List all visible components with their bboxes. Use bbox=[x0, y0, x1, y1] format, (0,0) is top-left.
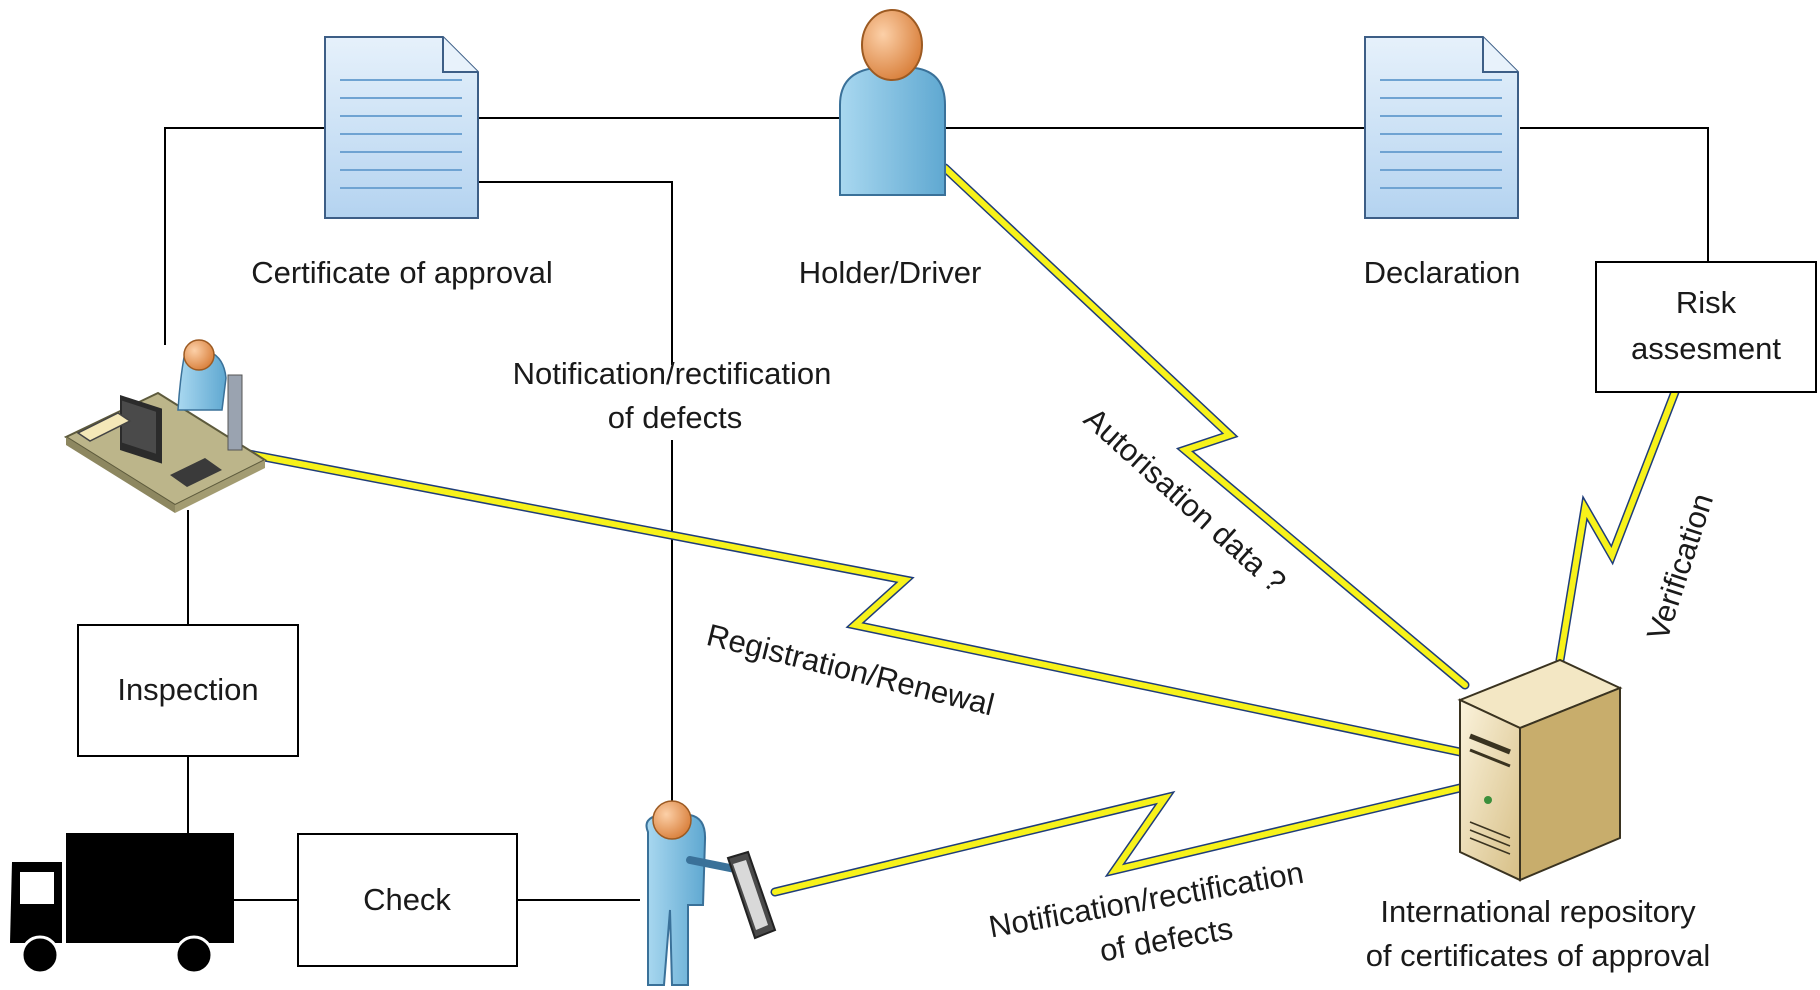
truck-icon bbox=[10, 833, 234, 975]
inspection-label: Inspection bbox=[117, 672, 258, 707]
repository-label-line1: International repository bbox=[1380, 894, 1696, 929]
link-autorisation bbox=[940, 163, 1470, 690]
notification-top-line2: of defects bbox=[608, 400, 742, 435]
link-registration bbox=[233, 447, 1465, 757]
link-verification bbox=[1555, 387, 1680, 665]
repository-label-line2: of certificates of approval bbox=[1366, 938, 1711, 973]
holder-person-icon bbox=[839, 9, 946, 196]
link-notification-bottom bbox=[770, 783, 1465, 897]
notification-top-line1: Notification/rectification bbox=[513, 356, 832, 391]
declaration-label: Declaration bbox=[1364, 255, 1521, 290]
risk-label-line2: assesment bbox=[1631, 331, 1781, 366]
office-worker-icon bbox=[63, 339, 268, 513]
risk-label-line1: Risk bbox=[1676, 285, 1737, 320]
holder-label: Holder/Driver bbox=[799, 255, 982, 290]
registration-label: Registration/Renewal bbox=[703, 617, 997, 722]
connector-lines bbox=[164, 117, 1709, 901]
declaration-document-icon bbox=[1364, 36, 1519, 219]
risk-assessment-box bbox=[1595, 261, 1817, 393]
check-label: Check bbox=[363, 882, 451, 917]
certificate-document-icon bbox=[324, 36, 479, 219]
inspection-box bbox=[77, 624, 299, 757]
autorisation-label: Autorisation data ? bbox=[1077, 401, 1293, 600]
check-box bbox=[297, 833, 518, 967]
repository-server-icon bbox=[1457, 658, 1623, 882]
verification-label: Verification bbox=[1640, 489, 1720, 644]
certificate-label: Certificate of approval bbox=[251, 255, 553, 290]
inspector-with-tablet-icon bbox=[645, 800, 777, 986]
